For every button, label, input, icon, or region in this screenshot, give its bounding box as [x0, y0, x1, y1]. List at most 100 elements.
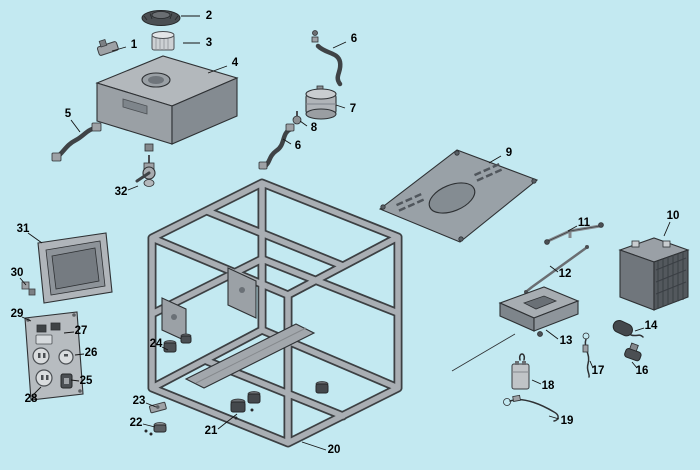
part-label-19: 19	[561, 415, 574, 427]
leader-line-25-24	[70, 379, 80, 382]
part-label-31: 31	[17, 223, 30, 235]
leader-line-16-15	[631, 361, 638, 369]
panel-rocker-switch	[50, 322, 61, 331]
panel-outlet	[32, 347, 50, 365]
part-label-27: 27	[75, 325, 88, 337]
leader-line-23-22	[145, 402, 157, 408]
part-label-10: 10	[667, 210, 680, 222]
leader-line-1-0	[111, 46, 127, 52]
part-panel-housing	[37, 232, 113, 304]
part-label-12: 12	[559, 268, 572, 280]
part-label-6: 6	[351, 33, 357, 45]
leader-line-5-4	[70, 119, 81, 133]
leader-line-7-7	[335, 104, 346, 109]
cover-louvers-left	[396, 193, 425, 212]
leader-line-27-26	[63, 331, 75, 334]
part-label-26: 26	[85, 347, 98, 359]
part-label-1: 1	[131, 39, 138, 51]
part-fuel-petcock	[135, 155, 156, 187]
part-fuel-hose-upper	[311, 30, 343, 87]
leader-line-13-13	[545, 329, 559, 340]
part-fuel-fitting	[292, 111, 302, 125]
leader-line-29-28	[21, 316, 32, 322]
panel-rocker-switch	[36, 324, 47, 333]
panel-outlet	[35, 369, 53, 387]
part-label-5: 5	[65, 108, 72, 120]
leader-line-4-3	[207, 65, 228, 74]
part-fuel-hose-lower	[258, 123, 295, 170]
part-top-cover	[378, 149, 539, 243]
part-label-25: 25	[80, 375, 93, 387]
part-ground-wire	[582, 332, 590, 378]
part-label-24: 24	[150, 338, 163, 350]
part-label-17: 17	[592, 365, 605, 377]
part-label-30: 30	[11, 267, 24, 279]
part-label-6: 6	[295, 140, 301, 152]
part-label-7: 7	[350, 103, 356, 115]
part-label-13: 13	[560, 335, 573, 347]
part-label-18: 18	[542, 380, 555, 392]
part-fuel-tank	[95, 55, 239, 152]
leader-line-14-14	[634, 327, 645, 332]
leader-line-32-31	[127, 185, 139, 191]
part-battery-tray	[451, 286, 580, 372]
part-vibration-mount-front	[230, 391, 261, 420]
part-terminal-boot	[612, 319, 633, 337]
leader-line-17-16	[589, 360, 594, 369]
leader-line-10-10	[663, 221, 671, 237]
leader-line-22-21	[142, 423, 156, 428]
part-label-29: 29	[11, 308, 24, 320]
part-label-22: 22	[130, 417, 143, 429]
part-label-16: 16	[636, 365, 649, 377]
boot-wire	[630, 334, 644, 338]
part-label-28: 28	[25, 393, 38, 405]
part-battery	[618, 237, 690, 311]
part-connector	[624, 342, 642, 362]
tank-outlet-stub	[144, 143, 154, 152]
leader-line-20-19	[301, 441, 327, 451]
leader-line-6-6	[282, 138, 292, 145]
leader-line-12-12	[549, 265, 559, 273]
leader-line-30-29	[19, 277, 27, 286]
tray-assembly-line	[451, 333, 516, 372]
leader-line-11-11	[567, 225, 578, 232]
leader-line-19-18	[548, 415, 560, 420]
part-fuel-hose-left	[51, 122, 102, 162]
part-label-14: 14	[645, 320, 658, 332]
leader-line-9-9	[488, 155, 502, 164]
part-rubber-foot	[144, 422, 167, 436]
part-battery-bracket	[544, 222, 604, 245]
part-label-21: 21	[205, 425, 218, 437]
leader-line-28-27	[33, 386, 42, 395]
leader-line-18-17	[531, 379, 542, 385]
leader-line-31-30	[27, 232, 43, 244]
part-fuel-cap	[141, 10, 181, 26]
callout-layer: 1234566789101112131416171819202122232425…	[11, 10, 680, 456]
part-relay	[511, 353, 530, 390]
part-fuel-filter	[305, 85, 337, 120]
part-label-2: 2	[206, 10, 212, 22]
part-switch	[21, 281, 36, 296]
part-label-3: 3	[206, 37, 212, 49]
part-frame	[147, 178, 403, 448]
part-label-11: 11	[578, 217, 591, 229]
part-label-8: 8	[311, 122, 318, 134]
part-foot-bracket	[148, 401, 167, 414]
part-label-9: 9	[506, 147, 512, 159]
panel-meter	[35, 334, 53, 345]
panel-outlet	[58, 349, 74, 365]
part-fuel-strainer	[151, 31, 175, 51]
part-label-20: 20	[328, 444, 341, 456]
part-control-panel	[24, 311, 84, 401]
leader-line-24-23	[161, 346, 169, 351]
part-label-4: 4	[232, 57, 239, 69]
battery-terminal	[631, 240, 640, 248]
leader-line-26-25	[74, 353, 85, 356]
part-label-32: 32	[115, 186, 128, 198]
battery-terminal	[662, 240, 671, 248]
part-fuel-gauge-clip	[96, 38, 119, 56]
leader-line-21-20	[217, 413, 238, 430]
part-label-23: 23	[133, 395, 146, 407]
